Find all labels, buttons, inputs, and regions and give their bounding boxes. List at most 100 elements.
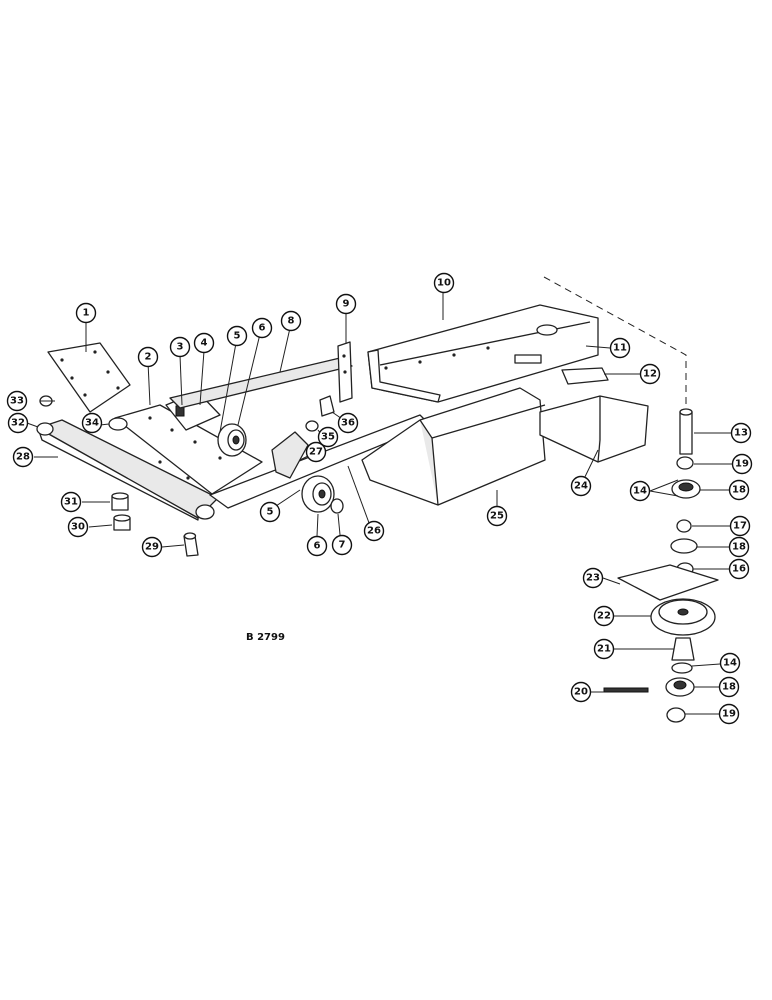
callout-label: 6 bbox=[259, 323, 266, 334]
callout-14-lower: 14 bbox=[719, 652, 741, 674]
callout-22: 22 bbox=[593, 605, 615, 627]
spindle-shaft-part-13 bbox=[679, 408, 693, 455]
callout-label: 22 bbox=[597, 611, 611, 622]
callout-label: 3 bbox=[177, 342, 184, 353]
callout-label: 13 bbox=[734, 428, 748, 439]
housing-part-18-lower bbox=[665, 677, 695, 697]
callout-7: 7 bbox=[331, 534, 353, 556]
callout-10: 10 bbox=[433, 272, 455, 294]
guard-part-24 bbox=[539, 395, 649, 463]
channel-part-11 bbox=[367, 346, 490, 403]
pivot-part-36 bbox=[319, 395, 335, 417]
callout-1: 1 bbox=[75, 302, 97, 324]
callout-label: 10 bbox=[437, 278, 451, 289]
alignment-line bbox=[543, 276, 687, 410]
callout-5-lower: 5 bbox=[259, 501, 281, 523]
callout-label: 5 bbox=[267, 507, 274, 518]
callout-label: 14 bbox=[633, 486, 647, 497]
callout-18-middle: 18 bbox=[728, 536, 750, 558]
support-arm-part-8 bbox=[169, 357, 353, 409]
bolt-part-20 bbox=[603, 687, 649, 693]
plate-part-23 bbox=[617, 564, 719, 601]
nut-part-7 bbox=[330, 498, 344, 514]
pin-part-29 bbox=[183, 532, 199, 557]
callout-28: 28 bbox=[12, 446, 34, 468]
bearing-part-18-upper bbox=[671, 479, 701, 499]
callout-16: 16 bbox=[728, 558, 750, 580]
nut-part-19-bottom bbox=[666, 707, 686, 723]
callout-19-lower: 19 bbox=[718, 703, 740, 725]
callout-label: 23 bbox=[586, 573, 600, 584]
housing-part-25 bbox=[361, 387, 546, 506]
bearing-part-14-lower bbox=[671, 662, 693, 674]
callout-26: 26 bbox=[363, 520, 385, 542]
callout-label: 32 bbox=[11, 418, 25, 429]
callout-label: 28 bbox=[16, 452, 30, 463]
callout-label: 5 bbox=[234, 331, 241, 342]
callout-3: 3 bbox=[169, 336, 191, 358]
shaft-part-21 bbox=[671, 637, 695, 661]
callout-label: 36 bbox=[341, 418, 355, 429]
callout-label: 11 bbox=[613, 343, 627, 354]
callout-32: 32 bbox=[7, 412, 29, 434]
callout-label: 24 bbox=[574, 481, 588, 492]
callout-29: 29 bbox=[141, 536, 163, 558]
bushing-part-30 bbox=[113, 514, 131, 531]
callout-20: 20 bbox=[570, 681, 592, 703]
callout-5-upper: 5 bbox=[226, 325, 248, 347]
callout-30: 30 bbox=[67, 516, 89, 538]
callout-label: 4 bbox=[201, 338, 208, 349]
callout-label: 7 bbox=[339, 540, 346, 551]
callout-label: 27 bbox=[309, 447, 323, 458]
callout-8: 8 bbox=[280, 310, 302, 332]
bushing-part-31 bbox=[111, 492, 129, 511]
pulley-part-22 bbox=[650, 598, 716, 636]
callout-label: 17 bbox=[733, 521, 747, 532]
callout-17: 17 bbox=[729, 515, 751, 537]
callout-11: 11 bbox=[609, 337, 631, 359]
callout-label: 18 bbox=[732, 485, 746, 496]
callout-34: 34 bbox=[81, 412, 103, 434]
drawing-number: B 2799 bbox=[246, 632, 285, 643]
callout-12: 12 bbox=[639, 363, 661, 385]
callout-19-upper: 19 bbox=[731, 453, 753, 475]
callout-label: 33 bbox=[10, 396, 24, 407]
callout-label: 26 bbox=[367, 526, 381, 537]
callout-label: 31 bbox=[64, 497, 78, 508]
nut-part-17 bbox=[676, 519, 692, 533]
callout-label: 19 bbox=[722, 709, 736, 720]
nut-part-19-top bbox=[676, 456, 694, 470]
pulley-part-6-lower bbox=[301, 475, 335, 513]
callout-36: 36 bbox=[337, 412, 359, 434]
callout-4: 4 bbox=[193, 332, 215, 354]
mounting-plate-part-1 bbox=[47, 342, 131, 413]
cup-part-18-middle bbox=[670, 538, 698, 554]
callout-33: 33 bbox=[6, 390, 28, 412]
callout-label: 19 bbox=[735, 459, 749, 470]
callout-label: 8 bbox=[288, 316, 295, 327]
callout-25: 25 bbox=[486, 505, 508, 527]
callout-label: 9 bbox=[343, 299, 350, 310]
callout-24: 24 bbox=[570, 475, 592, 497]
bushing-part-34 bbox=[108, 417, 128, 431]
callout-label: 1 bbox=[83, 308, 90, 319]
callout-label: 6 bbox=[314, 541, 321, 552]
callout-label: 30 bbox=[71, 522, 85, 533]
callout-14-upper: 14 bbox=[629, 480, 651, 502]
callout-27: 27 bbox=[305, 441, 327, 463]
callout-label: 12 bbox=[643, 369, 657, 380]
nut-part-35 bbox=[305, 420, 319, 432]
callout-label: 34 bbox=[85, 418, 99, 429]
callout-label: 14 bbox=[723, 658, 737, 669]
callout-13: 13 bbox=[730, 422, 752, 444]
callout-9: 9 bbox=[335, 293, 357, 315]
callout-35: 35 bbox=[317, 426, 339, 448]
frame-plate-part-2 bbox=[114, 404, 263, 495]
bracket-part-12 bbox=[561, 367, 609, 385]
bracket-part-27 bbox=[271, 431, 309, 479]
callout-21: 21 bbox=[593, 638, 615, 660]
callout-label: 20 bbox=[574, 687, 588, 698]
callout-23: 23 bbox=[582, 567, 604, 589]
vertical-bracket-part-9 bbox=[337, 341, 353, 403]
